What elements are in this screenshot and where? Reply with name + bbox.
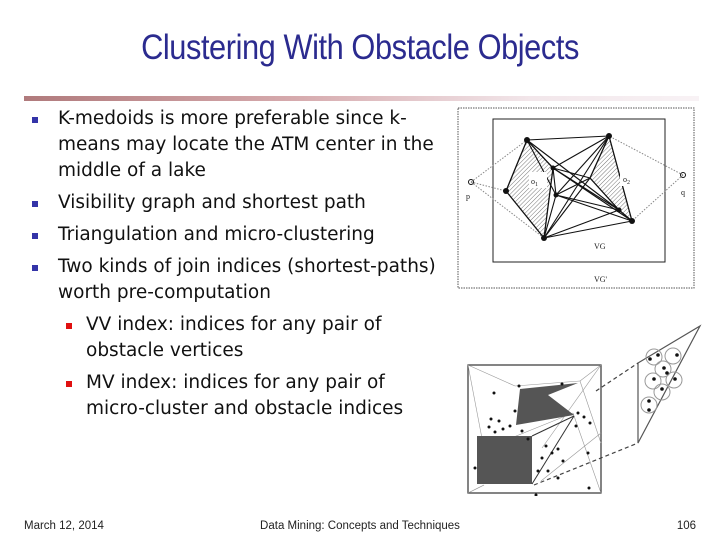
svg-text:o1: o1: [531, 177, 538, 188]
footer-title: Data Mining: Concepts and Techniques: [260, 520, 460, 532]
sub-bullet-item: MV index: indices for any pair of micro-…: [30, 370, 436, 422]
svg-text:p: p: [466, 192, 470, 201]
slide-title: Clustering With Obstacle Objects: [141, 28, 579, 67]
bullet-item: K-medoids is more preferable since k-mea…: [30, 106, 450, 184]
bullet-square-icon: [32, 233, 38, 239]
visibility-graph-figure: o1 o2 p q VG VG': [457, 107, 695, 289]
sub-bullet-square-icon: [66, 381, 72, 387]
footer-date: March 12, 2014: [24, 520, 104, 532]
bullet-item: Visibility graph and shortest path: [30, 190, 450, 216]
bullet-item: Triangulation and micro-clustering: [30, 222, 450, 248]
bullet-square-icon: [32, 117, 38, 123]
bullet-square-icon: [32, 265, 38, 271]
title-divider: [24, 96, 699, 101]
svg-text:q: q: [681, 188, 685, 197]
bullet-item: Two kinds of join indices (shortest-path…: [30, 254, 438, 306]
svg-text:VG': VG': [594, 275, 608, 284]
triangulation-micro-cluster-figure: [467, 324, 702, 496]
page-number: 106: [676, 520, 696, 532]
svg-text:VG: VG: [594, 242, 606, 251]
sub-bullet-square-icon: [66, 323, 72, 329]
svg-text:o2: o2: [623, 175, 630, 186]
sub-bullet-item: VV index: indices for any pair of obstac…: [30, 312, 436, 364]
bullet-list: K-medoids is more preferable since k-mea…: [30, 106, 450, 428]
bullet-square-icon: [32, 201, 38, 207]
